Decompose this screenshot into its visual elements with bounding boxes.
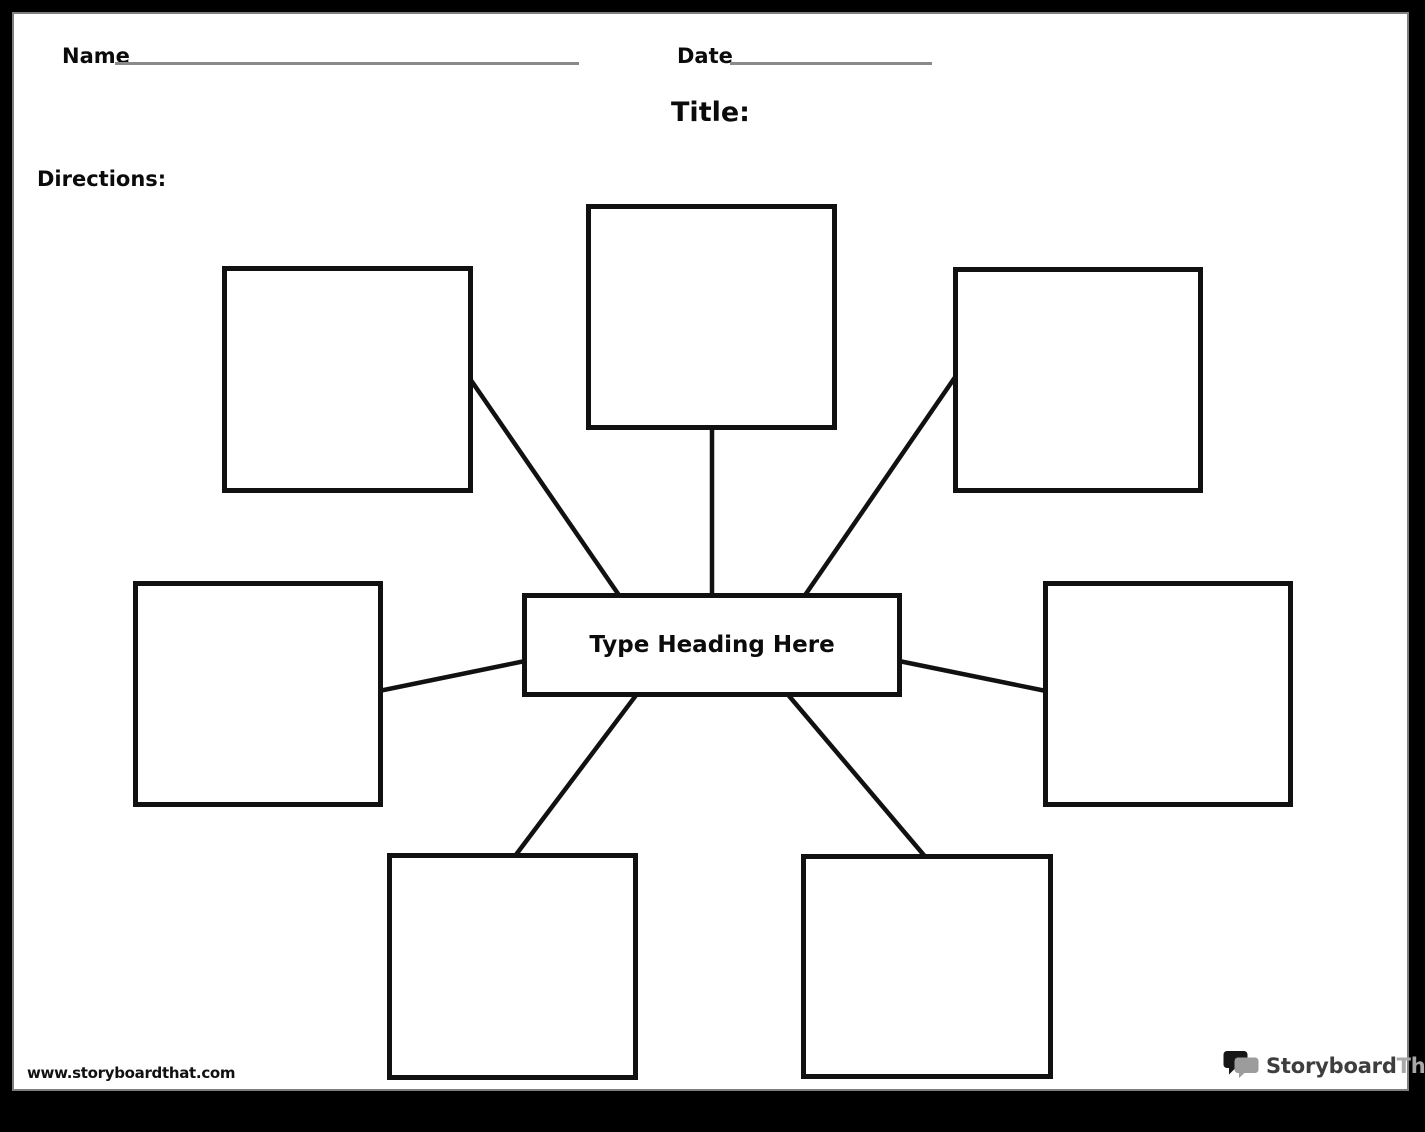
connector-line-bottom-right bbox=[782, 688, 930, 862]
connector-line-top-right bbox=[799, 368, 962, 603]
speech-bubbles-icon bbox=[1223, 1050, 1260, 1081]
date-label: Date bbox=[677, 44, 733, 68]
spoke-box-bottom-left[interactable] bbox=[387, 853, 638, 1080]
connector-line-middle-right bbox=[893, 657, 1052, 695]
connector-line-middle-left bbox=[373, 657, 531, 695]
connector-line-bottom-left bbox=[510, 688, 642, 862]
storyboardthat-logo: StoryboardThat bbox=[1223, 1050, 1425, 1081]
logo-text-primary: Storyboard bbox=[1266, 1053, 1397, 1078]
logo-wordmark: StoryboardThat bbox=[1266, 1054, 1425, 1078]
spoke-box-bottom-right[interactable] bbox=[801, 854, 1053, 1079]
connector-line-top-left bbox=[464, 371, 625, 603]
spoke-box-middle-left[interactable] bbox=[133, 581, 383, 807]
logo-text-secondary: That bbox=[1396, 1053, 1425, 1078]
center-heading-box[interactable]: Type Heading Here bbox=[522, 593, 902, 697]
name-fill-in-line[interactable] bbox=[115, 62, 579, 65]
spoke-box-top-center[interactable] bbox=[586, 204, 837, 430]
spoke-box-top-right[interactable] bbox=[953, 267, 1203, 493]
footer-url: www.storyboardthat.com bbox=[27, 1064, 236, 1082]
date-fill-in-line[interactable] bbox=[730, 62, 932, 65]
connector-lines bbox=[373, 368, 1052, 862]
directions-label: Directions: bbox=[37, 167, 167, 191]
center-heading-text: Type Heading Here bbox=[589, 632, 835, 658]
worksheet-page: Name Date Title: Directions: Type Headin… bbox=[12, 12, 1425, 1091]
spoke-box-middle-right[interactable] bbox=[1043, 581, 1293, 807]
title-label: Title: bbox=[671, 97, 750, 128]
spoke-box-top-left[interactable] bbox=[222, 266, 473, 493]
